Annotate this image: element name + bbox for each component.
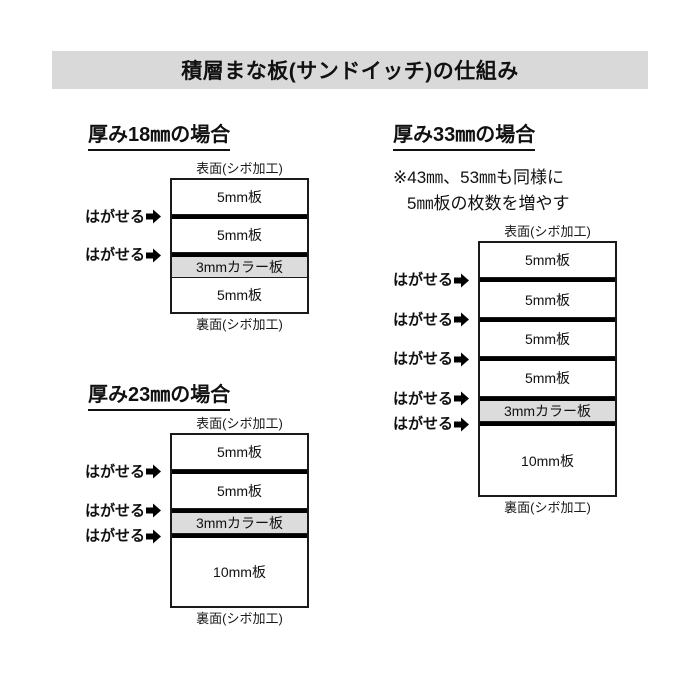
bottom-surface-caption-33mm: 裏面(シボ加工) — [504, 500, 591, 515]
section-heading-33mm: 厚み33㎜の場合 — [393, 118, 536, 151]
peel-marker-33mm-3: はがせる — [393, 350, 470, 368]
layer-33mm-3: 5mm板 — [480, 357, 615, 397]
layer-33mm-2: 5mm板 — [480, 317, 615, 358]
peel-marker-23mm-1: はがせる — [85, 463, 162, 481]
peel-marker-18mm-1: はがせる — [85, 208, 162, 226]
layer-label: 5mm板 — [216, 482, 263, 499]
layer-label: 5mm板 — [524, 291, 571, 308]
top-surface-caption-23mm: 表面(シボ加工) — [196, 416, 283, 431]
layer-18mm-2: 3mmカラー板 — [172, 253, 307, 279]
section-note-line-2: 5㎜板の枚数を増やす — [407, 193, 570, 213]
layer-label: 10mm板 — [213, 564, 266, 581]
layer-label: 5mm板 — [216, 287, 263, 304]
layer-stack-18mm: 5mm板 5mm板 3mmカラー板 5mm板 — [170, 178, 309, 314]
layer-18mm-0: 5mm板 — [172, 180, 307, 215]
peel-marker-33mm-2: はがせる — [393, 311, 470, 329]
section-heading-23mm: 厚み23㎜の場合 — [88, 378, 231, 411]
page-title-bar: 積層まな板(サンドイッチ)の仕組み — [52, 51, 648, 89]
peel-marker-33mm-4: はがせる — [393, 390, 470, 408]
layer-label: 5mm板 — [524, 252, 571, 269]
peel-marker-18mm-2: はがせる — [85, 246, 162, 264]
page-title: 積層まな板(サンドイッチ)の仕組み — [181, 60, 519, 83]
peel-label: はがせる — [393, 311, 454, 329]
layer-33mm-5: 10mm板 — [480, 422, 615, 495]
layer-label: 3mmカラー板 — [503, 402, 592, 419]
section-note-33mm: ※43㎜、53㎜も同様に 5㎜板の枚数を増やす — [393, 165, 569, 216]
layer-label: 5mm板 — [524, 370, 571, 387]
layer-stack-23mm: 5mm板 5mm板 3mmカラー板 10mm板 — [170, 433, 309, 608]
layer-label: 3mmカラー板 — [195, 259, 284, 276]
layer-label: 5mm板 — [216, 188, 263, 205]
layer-23mm-1: 5mm板 — [172, 469, 307, 509]
peel-marker-33mm-1: はがせる — [393, 271, 470, 289]
layer-label: 5mm板 — [524, 330, 571, 347]
peel-marker-23mm-3: はがせる — [85, 527, 162, 545]
peel-label: はがせる — [85, 208, 146, 226]
peel-label: はがせる — [85, 502, 146, 520]
bottom-surface-caption-18mm: 裏面(シボ加工) — [196, 317, 283, 332]
peel-label: はがせる — [393, 415, 454, 433]
stack-diagram-23mm: 表面(シボ加工) 5mm板 5mm板 3mmカラー板 10mm板 裏面(シボ加工) — [170, 417, 309, 625]
layer-18mm-3: 5mm板 — [172, 278, 307, 312]
peel-label: はがせる — [85, 246, 146, 264]
layer-33mm-4: 3mmカラー板 — [480, 396, 615, 423]
section-note-line-1: ※43㎜、53㎜も同様に — [393, 168, 565, 187]
layer-label: 10mm板 — [521, 452, 574, 469]
layer-23mm-0: 5mm板 — [172, 435, 307, 470]
layer-label: 3mmカラー板 — [195, 514, 284, 531]
top-surface-caption-18mm: 表面(シボ加工) — [196, 161, 283, 176]
peel-label: はがせる — [393, 271, 454, 289]
peel-marker-23mm-2: はがせる — [85, 502, 162, 520]
bottom-surface-caption-23mm: 裏面(シボ加工) — [196, 611, 283, 626]
peel-label: はがせる — [393, 350, 454, 368]
stack-diagram-33mm: 表面(シボ加工) 5mm板 5mm板 5mm板 5mm板 3mmカラー板 10mm板 裏面… — [478, 225, 617, 514]
stack-diagram-18mm: 表面(シボ加工) 5mm板 5mm板 3mmカラー板 5mm板 裏面(シボ加工) — [170, 162, 309, 331]
layer-18mm-1: 5mm板 — [172, 214, 307, 254]
top-surface-caption-33mm: 表面(シボ加工) — [504, 224, 591, 239]
peel-label: はがせる — [393, 390, 454, 408]
layer-23mm-3: 10mm板 — [172, 534, 307, 606]
layer-23mm-2: 3mmカラー板 — [172, 508, 307, 535]
layer-33mm-1: 5mm板 — [480, 278, 615, 318]
layer-label: 5mm板 — [216, 227, 263, 244]
layer-label: 5mm板 — [216, 443, 263, 460]
peel-label: はがせる — [85, 463, 146, 481]
layer-stack-33mm: 5mm板 5mm板 5mm板 5mm板 3mmカラー板 10mm板 — [478, 241, 617, 497]
peel-label: はがせる — [85, 527, 146, 545]
peel-marker-33mm-5: はがせる — [393, 415, 470, 433]
section-heading-18mm: 厚み18㎜の場合 — [88, 118, 231, 151]
layer-33mm-0: 5mm板 — [480, 243, 615, 279]
